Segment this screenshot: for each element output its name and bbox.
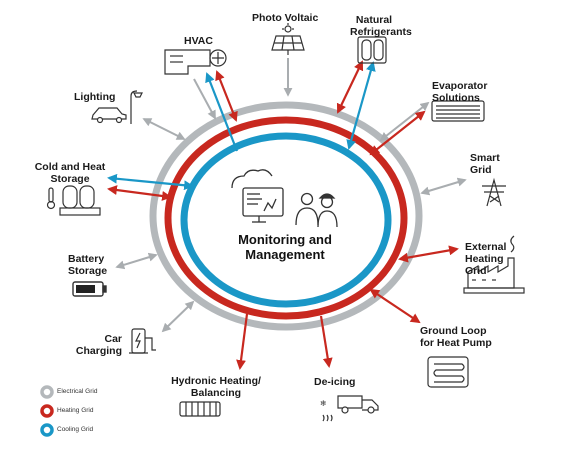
smart-grid-line1: Smart — [470, 152, 500, 164]
ground-loop-coil-icon — [427, 356, 469, 388]
cold-heat-storage-line2: Storage — [50, 173, 90, 185]
natural-refrigerants-red-connector — [336, 60, 364, 114]
refrigerant-tanks-icon — [357, 36, 387, 64]
power-pylon-icon — [482, 177, 506, 207]
hvac-label: HVAC — [184, 35, 213, 47]
monitoring-management-title: Monitoring and Management — [205, 232, 365, 262]
lighting-label: Lighting — [74, 91, 116, 103]
deicing-connector — [319, 315, 333, 368]
evaporator-label: Evaporator Solutions — [432, 80, 487, 104]
center-title-line1: Monitoring and — [238, 232, 332, 247]
car-charging-line2: Charging — [75, 345, 122, 357]
photovoltaic-label: Photo Voltaic — [252, 12, 319, 24]
evaporator-red-connector — [369, 110, 426, 156]
solar-panel-icon — [271, 23, 305, 55]
deicing-truck-icon: ❄ — [320, 395, 379, 422]
natural-refrigerants-line2: Refrigerants — [350, 26, 412, 38]
evaporator-line2: Solutions — [432, 92, 480, 104]
cooling-grid-ring — [180, 132, 392, 308]
car-streetlight-icon — [91, 90, 143, 124]
external-heating-line2: Heating — [465, 253, 504, 265]
legend-electrical-swatch — [40, 385, 54, 399]
external-heating-line1: External — [465, 241, 507, 253]
natural-refrigerants-line1: Natural — [355, 14, 393, 26]
hvac-unit-icon — [164, 49, 227, 75]
legend-electrical-label: Electrical Grid — [57, 388, 98, 395]
car-charging-line1: Car — [104, 333, 122, 345]
ground-loop-label: Ground Loop for Heat Pump — [420, 325, 492, 349]
legend-cooling-swatch — [40, 423, 54, 437]
factory-icon — [463, 235, 525, 294]
legend-cooling-label: Cooling Grid — [57, 426, 94, 433]
cold-heat-storage-label: Cold and Heat Storage — [30, 161, 110, 185]
natural-refrigerants-blue-connector — [346, 61, 376, 150]
hydronic-line2: Balancing — [190, 387, 242, 399]
ground-loop-connector — [369, 288, 421, 324]
evaporator-unit-icon — [431, 100, 485, 122]
cold-heat-storage-line1: Cold and Heat — [34, 161, 106, 173]
lighting-connector — [142, 118, 186, 140]
smart-grid-label: Smart Grid — [470, 152, 500, 176]
heating-grid-ring — [164, 116, 408, 320]
legend-heating-swatch — [40, 404, 54, 418]
cold-heat-blue-connector — [107, 173, 194, 191]
hvac-red-connector — [215, 70, 238, 122]
cold-heat-red-connector — [107, 185, 172, 201]
hydronic-line1: Hydronic Heating/ — [171, 375, 261, 387]
battery-storage-line2: Storage — [68, 265, 108, 277]
svg-text:❄: ❄ — [320, 399, 327, 408]
electrical-grid-ring — [149, 101, 423, 331]
battery-storage-label: Battery Storage — [68, 253, 107, 277]
external-heating-grid-label: External Heating Grid — [465, 241, 506, 277]
center-title-line2: Management — [245, 247, 325, 262]
car-charging-label: Car Charging — [64, 333, 122, 357]
evaporator-grey-connector — [379, 101, 430, 142]
hvac-grey-connector — [193, 78, 216, 120]
natural-refrigerants-label: Natural Refrigerants — [350, 14, 412, 38]
smart-grid-line2: Grid — [470, 164, 492, 176]
smart-grid-connector — [420, 177, 467, 196]
external-heating-connector — [398, 245, 459, 263]
ground-loop-line2: for Heat Pump — [420, 337, 492, 349]
hydronic-label: Hydronic Heating/ Balancing — [164, 375, 268, 399]
evaporator-line1: Evaporator — [432, 80, 488, 92]
ev-charger-icon — [129, 328, 156, 354]
battery-icon — [72, 281, 107, 297]
battery-connector — [115, 252, 158, 270]
legend-heating-label: Heating Grid — [57, 407, 94, 414]
storage-tanks-icon — [46, 185, 101, 216]
cooling-connectors — [107, 61, 376, 191]
external-heating-line3: Grid — [465, 265, 487, 277]
hvac-blue-connector — [205, 72, 239, 152]
hydronic-connector — [236, 313, 249, 370]
monitoring-station-icon — [231, 169, 338, 228]
ground-loop-line1: Ground Loop — [420, 325, 487, 337]
radiator-icon — [179, 401, 221, 417]
battery-storage-line1: Battery — [68, 253, 105, 265]
car-charging-connector — [161, 300, 195, 333]
deicing-label: De-icing — [314, 376, 356, 388]
